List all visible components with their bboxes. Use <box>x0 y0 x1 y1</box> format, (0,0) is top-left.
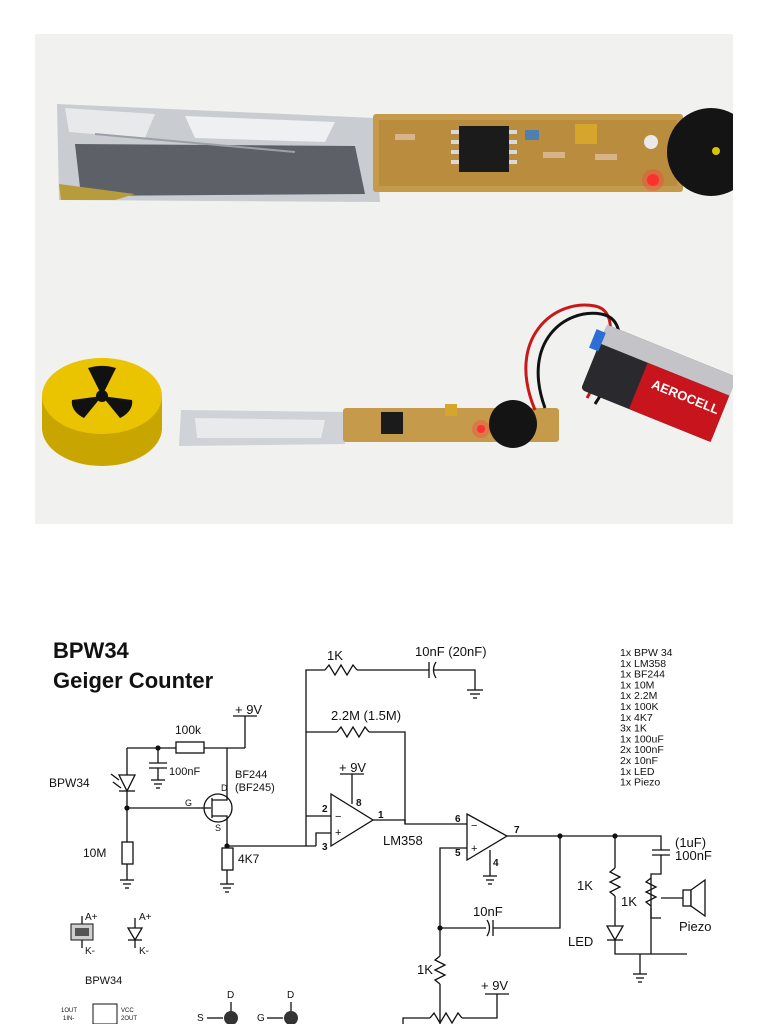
bias-network: 10nF 1K + 9V <box>402 836 561 1024</box>
photo-detector-kit: AEROCELL <box>35 278 733 524</box>
label-diode-a-1: A+ <box>85 912 98 923</box>
label-diode-k-1: K- <box>85 946 95 957</box>
jfet-package: D D S G <box>197 990 298 1024</box>
label-pin8: 8 <box>356 798 362 809</box>
radiation-symbol-puck <box>42 358 162 466</box>
opamp2-minus: − <box>471 820 477 832</box>
label-pin2: 2 <box>322 804 328 815</box>
label-led: LED <box>568 934 593 949</box>
label-bpw34: BPW34 <box>49 776 90 790</box>
label-r-10m: 10M <box>83 846 106 860</box>
schematic-title-line2: Geiger Counter <box>53 668 214 693</box>
label-ic-1out: 1OUT <box>61 1008 77 1014</box>
label-pin6: 6 <box>455 814 461 825</box>
feedback-network: 1K 10nF (20nF) 2.2M (1.5M) <box>305 644 487 846</box>
label-r-4k7: 4K7 <box>238 852 260 866</box>
bom-item: 1x 100K <box>620 701 659 713</box>
schematic-diagram: BPW34 Geiger Counter 1K 10nF (20nF) 2.2M… <box>35 628 733 1024</box>
label-r-1k-bottom: 1K <box>417 962 433 977</box>
label-pin-d: D <box>221 783 228 793</box>
label-ic-1in: 1IN- <box>63 1016 74 1022</box>
label-pin4: 4 <box>493 858 499 869</box>
piezo-buzzer <box>667 108 733 196</box>
opamp2-plus: + <box>471 843 477 855</box>
label-r-100k: 100k <box>175 723 202 737</box>
label-jfet-name: BF244 <box>235 769 267 781</box>
pcb-board <box>373 114 683 192</box>
label-r-1k-piezo: 1K <box>621 894 637 909</box>
battery-9v: AEROCELL <box>581 324 733 443</box>
label-diode-k-2: K- <box>139 946 149 957</box>
photo-detector-closeup <box>35 34 733 278</box>
label-pin1: 1 <box>378 810 384 821</box>
bpw34-footprint: A+ K- A+ K- BPW34 <box>70 912 152 987</box>
bom-item: 1x 4K7 <box>620 712 653 724</box>
label-diode-a-2: A+ <box>139 912 152 923</box>
opamp1-minus: − <box>335 811 341 823</box>
label-jfet-pkg-g: G <box>257 1013 265 1024</box>
label-c-10nf-bottom: 10nF <box>473 904 503 919</box>
label-r-1k-led: 1K <box>577 878 593 893</box>
bom-item: 1x LM358 <box>620 658 666 670</box>
label-c-out: (1uF) <box>675 835 706 850</box>
bom-item: 1x LED <box>620 766 655 778</box>
label-c-100nf: 100nF <box>169 766 200 778</box>
label-pin5: 5 <box>455 848 461 859</box>
label-pin3: 3 <box>322 842 328 853</box>
label-opamp: LM358 <box>383 833 423 848</box>
schematic-title-line1: BPW34 <box>53 638 130 663</box>
bom-item: 1x Piezo <box>620 777 660 789</box>
label-v9-bottom: + 9V <box>481 978 508 993</box>
bom-item: 1x BPW 34 <box>620 647 673 659</box>
label-jfet-pkg-d2: D <box>287 990 294 1001</box>
label-c-out2: 100nF <box>675 848 712 863</box>
foil-wrap <box>57 104 380 202</box>
label-pin-s: S <box>215 823 221 833</box>
output-stage: (1uF) 100nF 1K LED 1K Piezo <box>568 833 712 983</box>
bom-item: 1x 10M <box>620 679 654 691</box>
bom-item: 1x 100uF <box>620 733 664 745</box>
bom-item: 1x BF244 <box>620 669 665 681</box>
bom-item: 3x 1K <box>620 723 647 735</box>
bom-item: 2x 10nF <box>620 755 658 767</box>
label-ic-2out: 2OUT <box>121 1016 137 1022</box>
label-ic-vcc: VCC <box>121 1008 134 1014</box>
label-piezo: Piezo <box>679 919 712 934</box>
label-v9-top: + 9V <box>235 702 262 717</box>
input-stage: + 9V 100k 100nF BPW34 10M <box>49 702 316 893</box>
label-pin-g: G <box>185 798 192 808</box>
opamp-2: − + 6 5 4 7 <box>439 812 615 928</box>
label-v9-opamp: + 9V <box>339 760 366 775</box>
label-pin7: 7 <box>514 825 520 836</box>
bom-item: 1x 2.2M <box>620 690 657 702</box>
bom-item: 2x 100nF <box>620 744 664 756</box>
label-r-2-2m: 2.2M (1.5M) <box>331 708 401 723</box>
opamp1-plus: + <box>335 827 341 839</box>
label-c-10nf-top: 10nF (20nF) <box>415 644 487 659</box>
label-jfet-pkg-d1: D <box>227 990 234 1001</box>
label-bpw34-footprint: BPW34 <box>85 975 122 987</box>
label-r-1k-top: 1K <box>327 648 343 663</box>
lm358-package: 1OUT 1IN- VCC 2OUT <box>61 1003 137 1024</box>
label-jfet-alt: (BF245) <box>235 782 275 794</box>
opamp-1: − + 2 3 + 9V 8 1 LM358 <box>306 760 465 853</box>
label-jfet-pkg-s: S <box>197 1013 204 1024</box>
